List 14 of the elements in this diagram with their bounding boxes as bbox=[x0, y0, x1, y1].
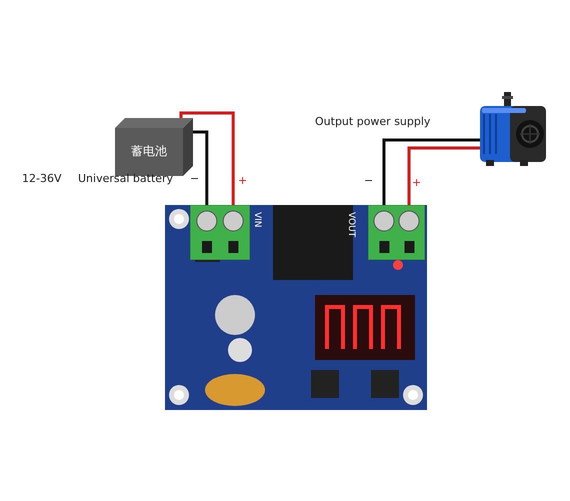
wire bbox=[180, 112, 235, 205]
polarity-sign: − bbox=[190, 172, 200, 186]
output-caption: Output power supply bbox=[315, 115, 430, 129]
polarity-sign: + bbox=[412, 176, 422, 190]
terminal-label: VOUT bbox=[346, 212, 356, 238]
wire bbox=[193, 130, 208, 205]
polarity-sign: − bbox=[364, 174, 374, 188]
battery-label: 蓄电池 bbox=[130, 144, 168, 158]
wire bbox=[382, 138, 480, 205]
wire bbox=[408, 146, 480, 205]
terminal-label: VIN bbox=[252, 212, 262, 228]
voltage-label: 12-36V bbox=[22, 172, 62, 186]
battery-caption: Universal battery bbox=[78, 172, 174, 186]
polarity-sign: + bbox=[238, 174, 248, 188]
